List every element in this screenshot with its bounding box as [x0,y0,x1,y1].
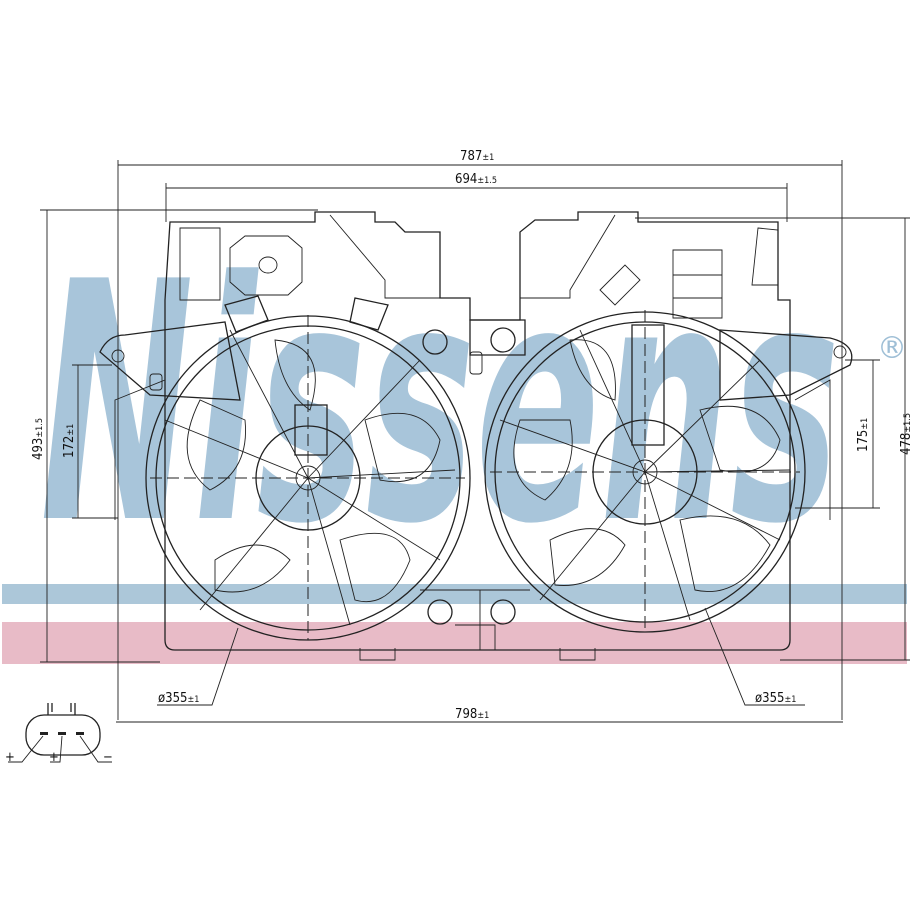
svg-text:ø355±1: ø355±1 [158,691,199,706]
dim-fan-right-diameter: ø355±1 [755,691,796,706]
fan-left [145,315,471,641]
dim-798: 798±1 [455,707,489,722]
pin-1-label: + [5,750,15,765]
dim-694: 694±1.5 [455,172,497,187]
dim-175: 175±1 [856,418,871,452]
dim-787: 787±1 [460,149,494,164]
dim-172: 172±1 [62,424,77,458]
dim-493: 493±1.5 [31,418,46,460]
svg-text:787±1: 787±1 [460,149,494,164]
fan-right [484,310,806,633]
svg-text:175±1: 175±1 [856,418,871,452]
svg-text:478±1.5: 478±1.5 [899,413,914,455]
svg-text:493±1.5: 493±1.5 [31,418,46,460]
pin-3-label: − [103,750,113,765]
dim-fan-left-diameter: ø355±1 [158,691,199,706]
shroud [99,211,853,661]
watermark-band-pink [2,622,907,664]
dim-478: 478±1.5 [899,413,914,455]
registered-mark: ® [877,331,907,366]
svg-text:798±1: 798±1 [455,707,489,722]
dimension-lines [40,160,910,723]
svg-text:172±1: 172±1 [62,424,77,458]
svg-text:694±1.5: 694±1.5 [455,172,497,187]
svg-text:ø355±1: ø355±1 [755,691,796,706]
pin-2-label: + [49,750,59,765]
connector-diagram: + + − [5,703,113,765]
